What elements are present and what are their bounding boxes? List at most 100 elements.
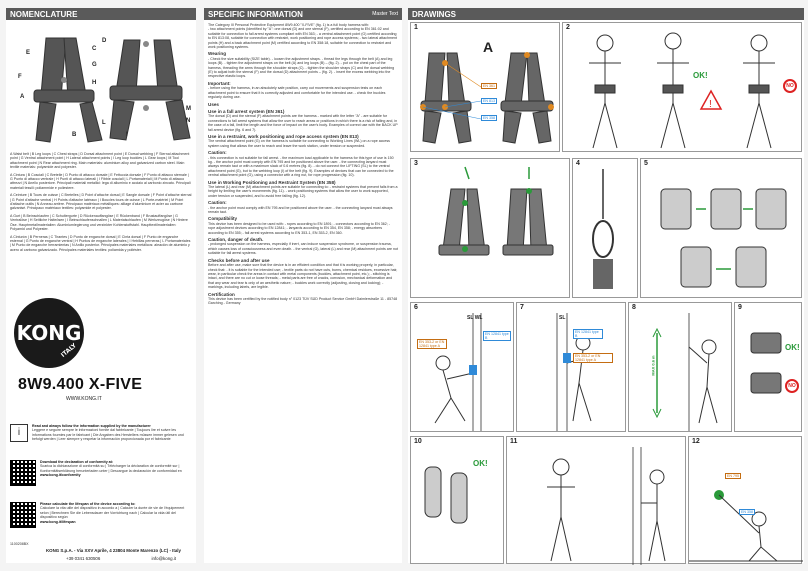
figure-number: 11 — [510, 438, 518, 445]
tag-en353-2: EN 353-2 or EN 12841 type A — [417, 339, 447, 349]
rope-progression-illustration — [424, 466, 468, 524]
label-l: L — [102, 120, 106, 126]
figure-number: 5 — [644, 160, 648, 167]
qr-code-icon[interactable] — [10, 460, 36, 486]
figure-11: 11 — [506, 436, 686, 565]
label-f: F — [18, 74, 22, 80]
drawings-column: DRAWINGS 1 A EN 361 EN 813 — [408, 8, 804, 565]
caution2-title: Caution: — [208, 200, 227, 206]
label-sl: SL — [559, 315, 566, 321]
figure-1: 1 A EN 361 EN 813 EN 358 — [410, 22, 560, 152]
tag-en12841b: EN 12841 type B — [573, 329, 603, 339]
lifespan-row: Please calculate the lifespan of the dev… — [10, 502, 192, 528]
buckle-steps-illustration — [660, 188, 787, 288]
figure-number: 8 — [632, 304, 636, 311]
company-address: KONG S.p.A. - Via XXV Aprile, 4 23804 Mo… — [46, 548, 181, 553]
harness-front-back-illustration — [420, 52, 554, 144]
fall-title: Use in a fall arrest system (EN 361) — [208, 108, 285, 114]
qr-code-icon[interactable] — [10, 502, 36, 528]
label-n: N — [186, 118, 191, 124]
figure-2: 2 ! OK! NO — [562, 22, 802, 152]
contact-line: +39 0341 630506 info@kong.it — [66, 556, 176, 561]
label-a: A — [483, 39, 494, 55]
figure-10: 10 OK! — [410, 436, 504, 564]
uses-title: Uses — [208, 101, 219, 107]
no-label: NO — [783, 79, 797, 93]
rope-access-illustration — [434, 313, 482, 431]
wearing-title: Wearing — [208, 51, 227, 57]
figure-number: 4 — [576, 160, 580, 167]
lifting-connection-illustration — [750, 332, 782, 394]
label-d: D — [102, 38, 107, 44]
label-a: A — [20, 94, 25, 100]
compat-title: Compatibility — [208, 216, 238, 222]
restraint-illustration — [547, 447, 666, 565]
slack-illustration — [652, 313, 718, 431]
drawings-header: DRAWINGS — [408, 8, 804, 20]
figure-12: 12 EN 795 EN 358 — [688, 436, 803, 564]
legend-fr: A Ceinture | B Tours de cuisse | C Brete… — [10, 193, 192, 211]
checks-title: Checks before and after use — [208, 257, 270, 263]
max-slack-label: MAX 0.6 m — [650, 355, 656, 376]
caution-text: - this connection is not suitable for fa… — [208, 155, 394, 178]
spec-header: SPECIFIC INFORMATION Master Text — [204, 8, 402, 20]
figure-number: 12 — [692, 438, 700, 445]
figure-number: 2 — [566, 24, 570, 31]
label-i: I — [126, 132, 128, 138]
lifespan-title: Please calculate the lifespan of the dev… — [40, 502, 136, 506]
legend-it: A Cintura | B Cosciali | C Bretelle | D … — [10, 172, 191, 190]
label-c: C — [92, 46, 97, 52]
caution-title: Caution: — [208, 150, 227, 156]
fall-text: The dorsal (D) and the sternal (F) attac… — [208, 114, 398, 132]
cert-title: Certification — [208, 291, 235, 297]
wearing-steps-illustration: ! — [589, 32, 775, 149]
label-h: H — [92, 80, 97, 86]
logo-text: KONG — [16, 321, 82, 345]
figure-6: 6 SL WL EN 12841 type B EN 353-2 or EN 1… — [410, 302, 514, 432]
info-icon: i — [10, 424, 28, 442]
nomenclature-legends: A Waist belt | B Leg loops | C Chest str… — [10, 152, 192, 252]
caution2-text: - the anchor point must comply with EN 7… — [208, 205, 393, 215]
email[interactable]: info@kong.it — [151, 556, 176, 561]
spec-tag: Master Text — [372, 11, 398, 17]
checks-text: Before and after use, make sure that the… — [208, 263, 398, 290]
figure-4: 4 — [572, 158, 638, 298]
figure-number: 9 — [738, 304, 742, 311]
rope-text: The ventral attachment point (G) on the … — [208, 139, 390, 148]
tag-en353-2: EN 353-2 or EN 12841 type A — [573, 353, 613, 363]
ladder-climb-illustration — [556, 313, 592, 431]
lifespan-sub: Calcolare la vita utile del dispositivo … — [40, 506, 185, 520]
tag-en813: EN 813 — [481, 98, 497, 104]
tag-en12841b: EN 12841 type B — [483, 331, 511, 341]
figure-5: 5 — [640, 158, 802, 298]
doc-row: Download the declaration of conformity a… — [10, 460, 192, 486]
lifespan-url[interactable]: www.kong.it/lifespan — [40, 519, 76, 524]
spec-intro: The Category III Personal Protective Equ… — [208, 23, 369, 27]
svg-text:!: ! — [709, 99, 712, 110]
figure-number: 10 — [414, 438, 422, 445]
brand-panel: KONG ITALY 8W9.400 X-FIVE WWW.KONG.IT — [6, 292, 196, 420]
label-sl-wl: SL WL — [467, 315, 483, 321]
figure-8: 8 MAX 0.6 m — [628, 302, 732, 432]
important-title: Important: — [208, 80, 231, 86]
work-positioning-illustration — [689, 490, 803, 562]
label-g: G — [92, 62, 97, 68]
tag-en795: EN 795 — [725, 473, 741, 479]
figure-3: 3 — [410, 158, 570, 298]
doc-title: Download the declaration of conformity a… — [40, 460, 114, 464]
tag-en358: EN 358 — [481, 115, 497, 121]
label-e: E — [26, 50, 31, 56]
phone[interactable]: +39 0341 630506 — [66, 556, 101, 561]
figure-7: 7 SL EN 12841 type B EN 353-2 or EN 1284… — [516, 302, 626, 432]
nomenclature-column: NOMENCLATURE E F A — [6, 8, 196, 563]
doc-url[interactable]: www.kong.it/conformity — [40, 473, 81, 478]
company-line: KONG S.p.A. - Via XXV Aprile, 4 23804 Mo… — [46, 548, 192, 553]
info-read-title: Read and always follow the information s… — [32, 424, 151, 428]
positioning-title: Use in Working Positioning and Restraint… — [208, 179, 336, 185]
info-read-row: i Read and always follow the information… — [10, 424, 192, 442]
website[interactable]: WWW.KONG.IT — [66, 396, 102, 402]
product-code: 1100208BX — [10, 542, 29, 546]
spec-body: The Category III Personal Protective Equ… — [208, 23, 398, 306]
legend-en: A Waist belt | B Leg loops | C Chest str… — [10, 152, 190, 170]
